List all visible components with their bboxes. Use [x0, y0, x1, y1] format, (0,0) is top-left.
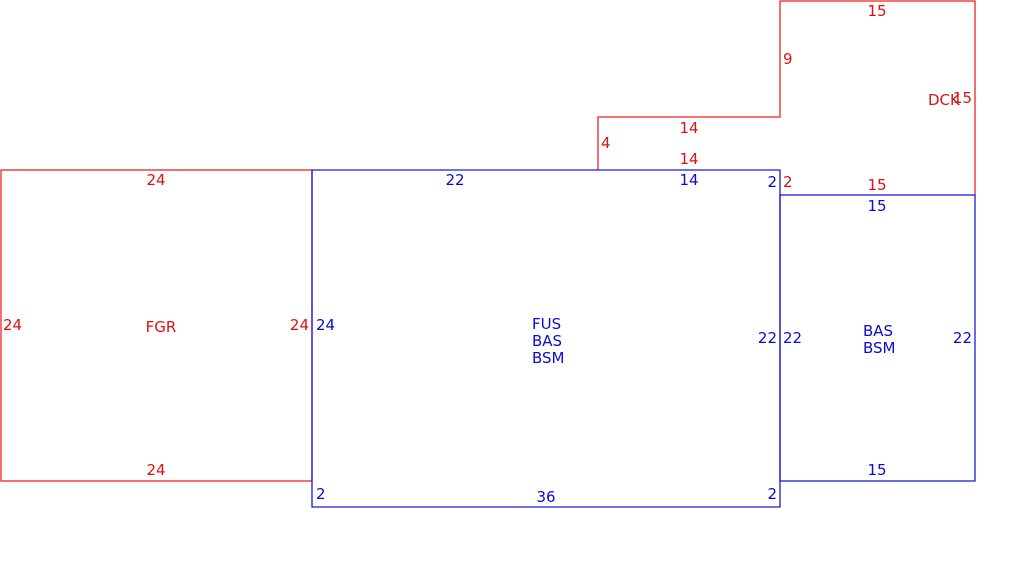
garage-dim-right: 24: [290, 316, 309, 334]
addition-code-2: BSM: [863, 339, 896, 357]
main-dim-top: 22: [445, 171, 464, 189]
addition-dim-bottom: 15: [867, 461, 886, 479]
deck-dim-left-upper: 9: [783, 50, 793, 68]
main-code-2: BAS: [532, 332, 562, 350]
deck-dim-step-left: 4: [601, 134, 611, 152]
main-dim-bottom: 36: [536, 488, 555, 506]
main-dim-corner-br: 2: [767, 485, 777, 503]
main-dim-right: 22: [758, 329, 777, 347]
deck-dim-top: 15: [867, 2, 886, 20]
garage-dim-left: 24: [3, 316, 22, 334]
deck-outline: [597, 0, 976, 195]
deck-dim-right: 15: [953, 89, 972, 107]
deck-dim-corner: 2: [783, 173, 793, 191]
addition-outline: [779, 194, 976, 482]
garage-code: FGR: [146, 318, 177, 336]
main-house-outline: [311, 169, 781, 508]
deck-dim-bottom: 15: [867, 176, 886, 194]
main-dim-corner-bl: 2: [316, 485, 326, 503]
addition-dim-left: 22: [783, 329, 802, 347]
main-dim-corner-tr: 2: [767, 173, 777, 191]
garage-dim-top: 24: [146, 171, 165, 189]
main-dim-top-right: 14: [679, 171, 698, 189]
deck-dim-step-bottom: 14: [679, 150, 698, 168]
addition-dim-top: 15: [867, 197, 886, 215]
addition-dim-right: 22: [953, 329, 972, 347]
main-code-1: FUS: [532, 315, 561, 333]
main-dim-left: 24: [316, 316, 335, 334]
deck-dim-step-top: 14: [679, 119, 698, 137]
deck-code: DCK: [928, 91, 961, 109]
addition-code-1: BAS: [863, 322, 893, 340]
garage-dim-bottom: 24: [146, 461, 165, 479]
main-code-3: BSM: [532, 349, 565, 367]
